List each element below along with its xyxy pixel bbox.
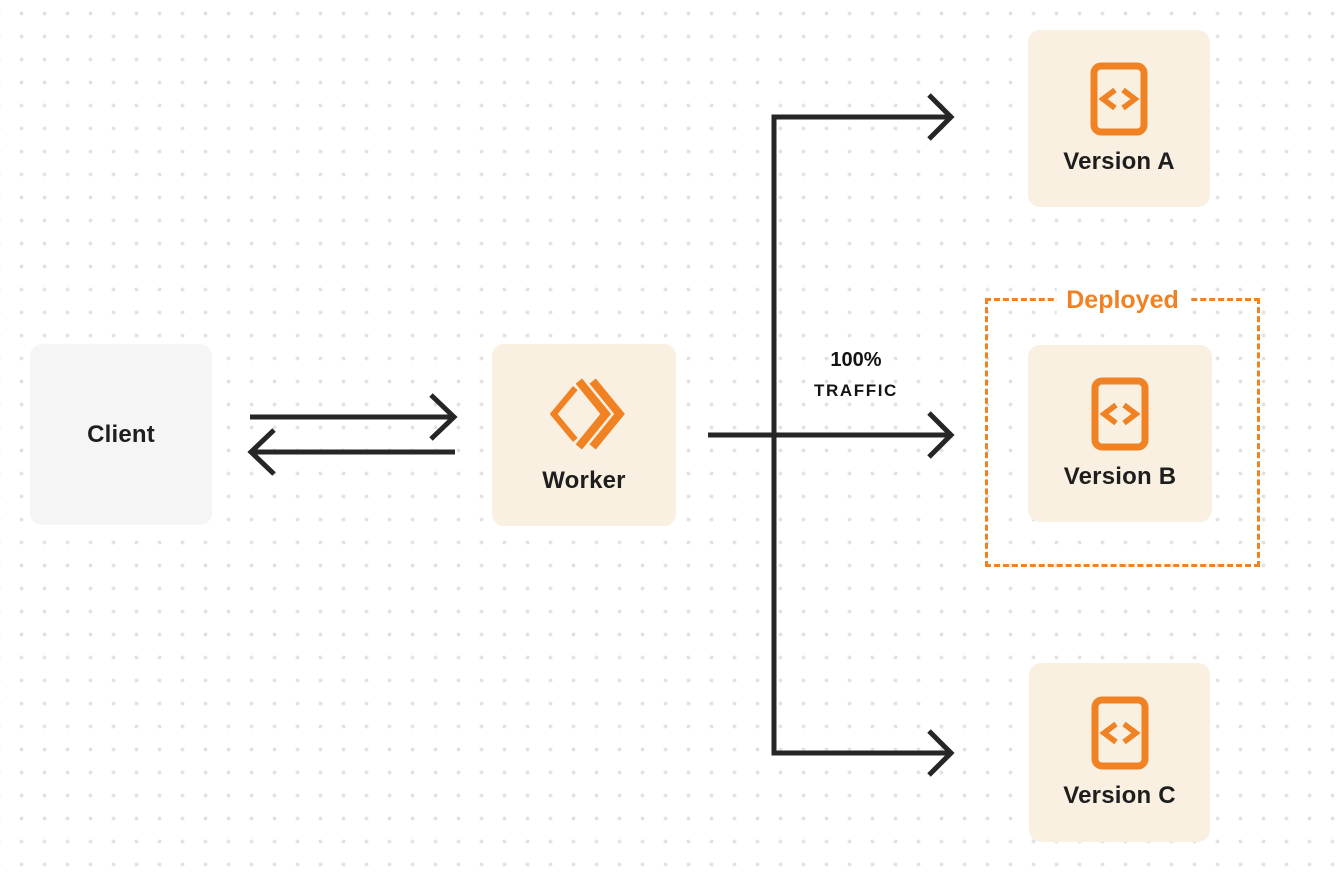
- arrow-client-to-worker: [250, 393, 458, 441]
- code-file-icon: [1091, 696, 1149, 770]
- version-b-node: Version B: [1028, 345, 1212, 522]
- version-b-label: Version B: [1063, 462, 1177, 490]
- version-c-label: Version C: [1063, 781, 1176, 809]
- arrow-worker-to-client: [247, 428, 455, 476]
- arrowhead-version-c: [927, 729, 955, 777]
- traffic-word: TRAFFIC: [814, 381, 898, 400]
- traffic-annotation: 100% TRAFFIC: [788, 350, 924, 399]
- deployed-label: Deployed: [1056, 285, 1189, 317]
- arrow-worker-to-version-b: [708, 411, 955, 459]
- code-file-icon: [1091, 377, 1149, 451]
- version-a-label: Version A: [1063, 147, 1175, 175]
- deployed-container: Deployed: [985, 285, 1260, 567]
- version-c-node: Version C: [1029, 663, 1210, 842]
- traffic-percent: 100%: [830, 349, 882, 371]
- code-file-icon: [1090, 62, 1148, 136]
- client-label: Client: [87, 420, 155, 448]
- version-a-node: Version A: [1028, 30, 1210, 207]
- cloudflare-workers-logo-icon: [545, 375, 625, 453]
- client-node: Client: [30, 344, 212, 525]
- worker-node: Worker: [492, 344, 676, 526]
- arrow-branch-trunk: [771, 114, 948, 756]
- arrowhead-version-a: [927, 93, 955, 141]
- worker-label: Worker: [542, 467, 626, 494]
